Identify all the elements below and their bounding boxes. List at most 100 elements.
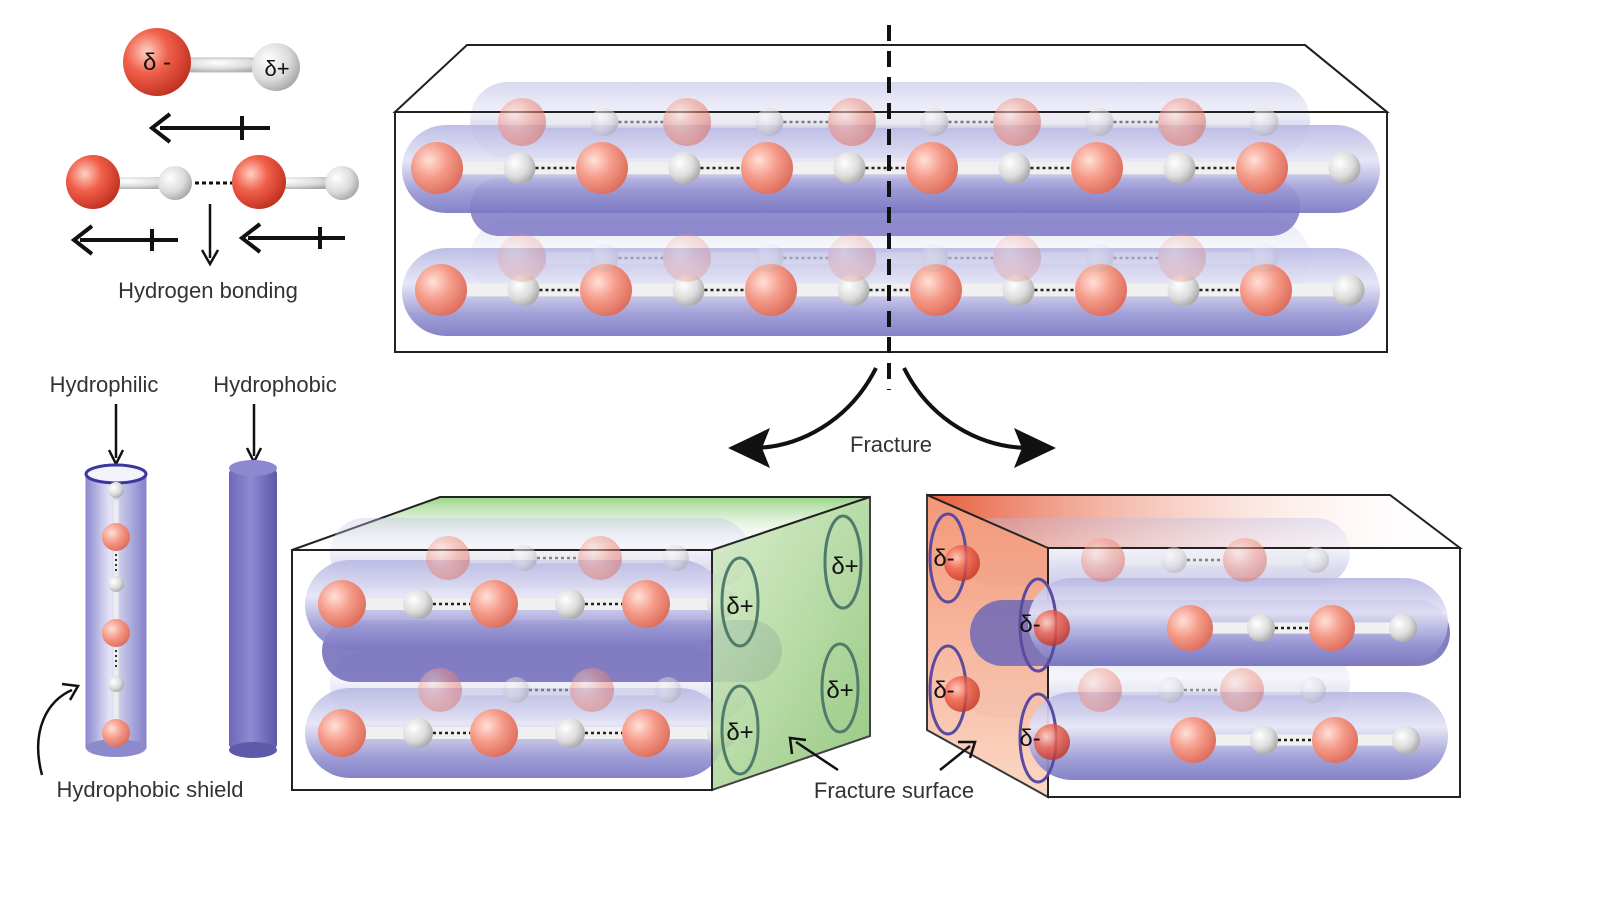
hydrogen-atom (1250, 244, 1279, 272)
oxygen-atom (576, 142, 628, 194)
oxygen-atom (318, 709, 366, 757)
oxygen-atom (415, 264, 467, 316)
hydrogen-atom (1085, 108, 1114, 136)
molecule-chain-right-lower (1170, 717, 1420, 763)
oxygen-atom (426, 536, 470, 580)
hydrogen-atom (511, 545, 537, 571)
oxygen-atom (1240, 264, 1292, 316)
charge-minus-2: δ- (933, 677, 954, 704)
molecule-chain-right-upper (1167, 605, 1417, 651)
right-fractured-half: δ- δ- δ- δ- (926, 493, 1463, 799)
hydrogen-atom (1332, 274, 1365, 306)
hydrogen-atom (1002, 274, 1035, 306)
hydrophilic-label: Hydrophilic (50, 372, 159, 397)
oxygen-atom (906, 142, 958, 194)
hydrogen-atom (1303, 547, 1329, 573)
hydrophobic-rod (229, 460, 277, 758)
hydrogen-atom (503, 152, 536, 184)
oxygen-atom (828, 234, 876, 282)
hydrogen-atom (655, 677, 681, 703)
hydrogen-atom (1392, 726, 1420, 754)
oxygen-atom (418, 668, 462, 712)
hydrophobic-shield-label: Hydrophobic shield (56, 777, 243, 802)
surface-arrows (788, 736, 977, 772)
molecule-chain-left-back (426, 536, 689, 580)
oxygen-atom (1170, 717, 1216, 763)
molecule-chain-right-back-lower (1078, 668, 1326, 712)
oxygen-atom (745, 264, 797, 316)
hydrogen-atom (1161, 547, 1187, 573)
oxygen-atom (470, 709, 518, 757)
hydrogen-atom (1158, 677, 1184, 703)
bond-arrows (70, 204, 345, 267)
tube-legend: Hydrophilic Hydrophobic (37, 372, 337, 802)
hydrogen-atom (403, 589, 433, 619)
oxygen-atom (663, 98, 711, 146)
oxygen-atom (1309, 605, 1355, 651)
oxygen-atom (622, 709, 670, 757)
molecule-chain-right-back (1081, 538, 1329, 582)
hydrogen-bond-pair (66, 155, 359, 209)
intact-bundle (392, 25, 1390, 390)
hydrogen-atom (668, 152, 701, 184)
hydrogen-atom (1328, 152, 1361, 184)
oxygen-atom (498, 98, 546, 146)
oxygen-atom (470, 580, 518, 628)
oxygen-atom (1078, 668, 1122, 712)
charge-plus-3: δ+ (831, 553, 858, 580)
hydrogen-atom (998, 152, 1031, 184)
dipole-molecule: δ - δ+ (123, 28, 300, 96)
arrow-hydrophilic (107, 404, 125, 467)
hydrophilic-tube (84, 463, 148, 757)
oxygen-atom (570, 668, 614, 712)
hydrogen-atom (920, 244, 949, 272)
molecule-chain-left-back-lower (418, 668, 681, 712)
hydrogen-atom (920, 108, 949, 136)
molecule-chain-back (498, 98, 1279, 146)
green-face-rings (720, 514, 863, 776)
hydrogen-atom (1247, 614, 1275, 642)
charge-plus-4: δ+ (826, 677, 853, 704)
hydrogen-atom (755, 108, 784, 136)
oxygen-atom (910, 264, 962, 316)
hydrogen-atom (755, 244, 784, 272)
hydrogen-atom (663, 545, 689, 571)
oxygen-atom (1236, 142, 1288, 194)
hydrogen-atom (1085, 244, 1114, 272)
hydrogen-atom (590, 108, 619, 136)
oxygen-atom (580, 264, 632, 316)
hydrogen-atom (507, 274, 540, 306)
fracture-label: Fracture (850, 432, 932, 457)
molecule-chain-left-lower (318, 709, 737, 757)
charge-plus-1: δ+ (726, 593, 753, 620)
oxygen-atom (1312, 717, 1358, 763)
oxygen-atom (828, 98, 876, 146)
hydrogen-atom (503, 677, 529, 703)
oxygen-atom (411, 142, 463, 194)
hydrogen-bonding-caption: Hydrogen bonding (118, 278, 298, 303)
oxygen-atom (1220, 668, 1264, 712)
hydrogen-atom (1389, 614, 1417, 642)
hydrogen-atom (837, 274, 870, 306)
oxygen-atom (622, 580, 670, 628)
hydrogen-atom (1163, 152, 1196, 184)
oxygen-atom (993, 234, 1041, 282)
charge-minus-1: δ- (933, 545, 954, 572)
dipole-arrow (148, 112, 270, 144)
hydrogen-atom (555, 589, 585, 619)
oxygen-atom (663, 234, 711, 282)
oxygen-atom (578, 536, 622, 580)
hydrogen-atom (672, 274, 705, 306)
left-fractured-half: δ+ δ+ δ+ δ+ (291, 495, 871, 792)
molecule-chain-lower (415, 264, 1365, 316)
oxygen-atom (1071, 142, 1123, 194)
oxygen-atom (1158, 98, 1206, 146)
oxygen-atom (1075, 264, 1127, 316)
hydrogen-atom (833, 152, 866, 184)
oxygen-atom (741, 142, 793, 194)
hydrogen-atom (1167, 274, 1200, 306)
hydrogen-bonding-legend: δ - δ+ Hydrogen bonding (66, 28, 359, 303)
hydrogen-atom (1250, 108, 1279, 136)
hydrogen-atom (590, 244, 619, 272)
arrow-hydrophobic (245, 404, 263, 465)
